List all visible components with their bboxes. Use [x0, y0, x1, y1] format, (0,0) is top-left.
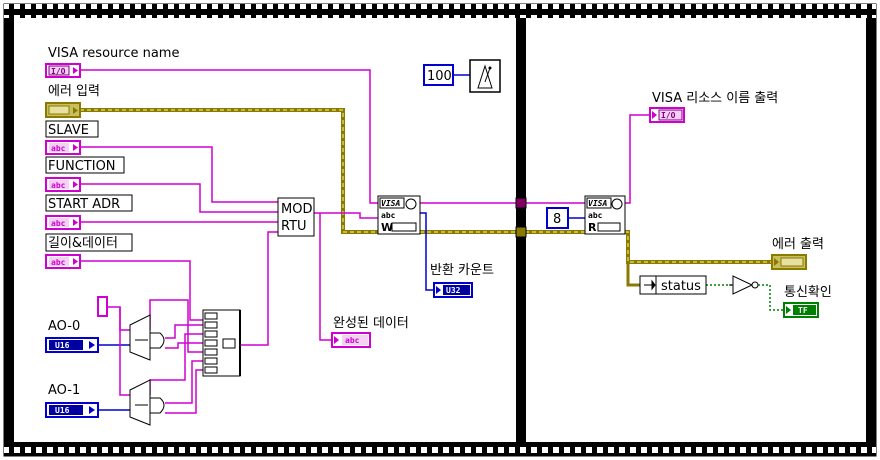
- control-start-adr-type: abc: [51, 219, 66, 228]
- unbundle-status[interactable]: status: [639, 275, 707, 295]
- timer-constant[interactable]: 100: [423, 64, 454, 86]
- byte-count-value: 8: [553, 212, 561, 227]
- control-length-data[interactable]: 길이&데이터 abc: [45, 233, 133, 269]
- frame-right-border: [866, 18, 876, 442]
- wires: [80, 69, 784, 414]
- control-start-adr[interactable]: START ADR abc: [45, 194, 133, 230]
- film-strip-top: [4, 4, 876, 18]
- control-ao1[interactable]: AO-1 U16: [45, 383, 99, 418]
- visa-write-node[interactable]: VISA abc W: [377, 195, 421, 235]
- control-visa-resource[interactable]: VISA resource name I/O: [45, 46, 179, 78]
- not-gate-icon[interactable]: [729, 275, 759, 295]
- wire-visa-resource: [80, 69, 378, 204]
- wire-array-to-modrtu: [240, 231, 278, 346]
- control-error-in-label: 에러 입력: [48, 84, 100, 99]
- control-function-type: abc: [51, 181, 66, 190]
- indicator-completed-data[interactable]: 완성된 데이터 abc: [331, 316, 409, 348]
- visa-read-node[interactable]: VISA abc R: [584, 195, 626, 235]
- control-function[interactable]: FUNCTION abc: [45, 156, 125, 192]
- control-ao0-type: U16: [55, 341, 70, 350]
- split-number-node-ao0[interactable]: [129, 314, 165, 361]
- control-function-label: FUNCTION: [48, 159, 116, 174]
- tunnel-visa: [515, 197, 527, 209]
- indicator-error-out-label: 에러 출력: [772, 237, 824, 252]
- indicator-visa-resource-out-label: VISA 리소스 이름 출력: [652, 91, 778, 106]
- control-length-data-type: abc: [51, 258, 66, 267]
- indicator-return-count-type: U32: [446, 286, 461, 295]
- modrtu-line1: MOD: [281, 202, 312, 217]
- visa-read-abc: abc: [588, 211, 603, 220]
- modrtu-line2: RTU: [281, 219, 307, 234]
- split-number-node-ao1[interactable]: [129, 379, 165, 426]
- indicator-visa-resource-out-type: I/O: [661, 111, 676, 120]
- control-start-adr-label: START ADR: [48, 197, 120, 212]
- indicator-completed-data-label: 완성된 데이터: [333, 316, 409, 331]
- indicator-error-out[interactable]: 에러 출력: [771, 237, 824, 270]
- tunnel-error: [515, 226, 527, 238]
- wire-visa-out: [625, 114, 650, 204]
- wire-not: [758, 284, 784, 311]
- visa-write-visa: VISA: [381, 199, 400, 208]
- control-ao1-label: AO-1: [48, 383, 80, 398]
- film-strip-bottom: [4, 442, 876, 456]
- visa-read-visa: VISA: [588, 199, 607, 208]
- control-ao0[interactable]: AO-0 U16: [45, 319, 99, 353]
- visa-read-letter: R: [588, 221, 597, 234]
- byte-count-constant[interactable]: 8: [546, 207, 569, 229]
- unbundle-status-label: status: [661, 279, 701, 294]
- control-slave-type: abc: [51, 144, 66, 153]
- indicator-comm-check-label: 통신확인: [784, 285, 832, 300]
- control-ao1-type: U16: [55, 406, 70, 415]
- wire-error-status: [626, 262, 640, 287]
- visa-write-letter: W: [381, 221, 393, 234]
- control-ao0-label: AO-0: [48, 319, 80, 334]
- indicator-return-count[interactable]: 반환 카운트 U32: [430, 263, 494, 298]
- wire-slave: [80, 146, 278, 203]
- build-array-node[interactable]: [202, 309, 241, 377]
- indicator-visa-resource-out[interactable]: VISA 리소스 이름 출력 I/O: [649, 91, 778, 123]
- wire-function: [80, 183, 278, 213]
- wire-return-count: [420, 212, 434, 291]
- wire-length-data: [80, 260, 203, 321]
- wire-modrtu-to-completed: [319, 213, 332, 341]
- control-length-data-label: 길이&데이터: [48, 236, 118, 251]
- control-slave[interactable]: SLAVE abc: [45, 120, 99, 155]
- byte-array-constant[interactable]: [97, 296, 108, 317]
- indicator-return-count-label: 반환 카운트: [430, 263, 494, 278]
- modrtu-subvi[interactable]: MOD RTU: [277, 197, 315, 237]
- wait-ms-icon[interactable]: [469, 59, 501, 93]
- control-slave-label: SLAVE: [48, 123, 89, 138]
- visa-write-abc: abc: [381, 211, 396, 220]
- timer-constant-value: 100: [427, 69, 452, 84]
- wire-modrtu-to-write: [314, 212, 378, 219]
- control-visa-resource-type: I/O: [51, 67, 66, 76]
- control-error-in[interactable]: 에러 입력: [45, 84, 100, 118]
- control-visa-resource-label: VISA resource name: [48, 46, 179, 61]
- indicator-comm-check-type: TF: [798, 306, 808, 315]
- indicator-comm-check[interactable]: 통신확인 TF: [783, 285, 832, 318]
- indicator-completed-data-type: abc: [345, 336, 360, 345]
- frame-left-border: [4, 18, 14, 442]
